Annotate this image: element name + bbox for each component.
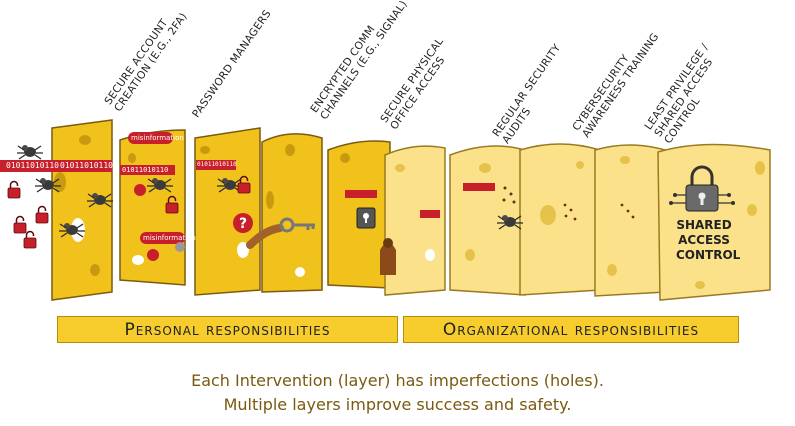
final-slice-line: ACCESS bbox=[678, 233, 730, 247]
cheese-slice-5 bbox=[327, 140, 391, 289]
misinformation-tag-text: misinformation bbox=[131, 134, 184, 142]
binary-tag-text: 01011010110 bbox=[60, 161, 113, 170]
misinformation-tag-text: misinformation bbox=[143, 234, 196, 242]
cheese-slice-6 bbox=[384, 145, 446, 296]
cheese-slice-final bbox=[657, 143, 771, 301]
binary-tag-text: 01011010110 bbox=[122, 166, 169, 174]
final-slice-line: CONTROL bbox=[676, 248, 741, 262]
caption-line-1: Each Intervention (layer) has imperfecti… bbox=[191, 371, 604, 390]
intruder-figure-icon bbox=[380, 238, 396, 275]
malware-bug-icon bbox=[134, 184, 185, 261]
misinformation-tags bbox=[128, 132, 185, 244]
final-slice-text: SHARED ACCESS CONTROL bbox=[676, 218, 741, 263]
binary-tag-text: 01011010110 bbox=[197, 161, 237, 168]
cheese-slice-9 bbox=[594, 144, 666, 297]
binary-tag-text: 01011010110 bbox=[6, 161, 59, 170]
cheese-slice-4 bbox=[261, 133, 323, 293]
cheese-slice-8 bbox=[519, 143, 601, 296]
padlock-circuit-icon bbox=[669, 165, 735, 212]
caption-line-2: Multiple layers improve success and safe… bbox=[223, 395, 572, 414]
cheese-slice-3 bbox=[194, 127, 261, 296]
question-mark-icon: ? bbox=[233, 213, 253, 233]
svg-text:?: ? bbox=[239, 216, 247, 232]
personal-responsibilities-bar: Personal responsibilities bbox=[57, 316, 398, 343]
cheese-slice-1 bbox=[51, 119, 113, 301]
organizational-responsibilities-bar: Organizational responsibilities bbox=[403, 316, 739, 343]
final-slice-line: SHARED bbox=[676, 218, 732, 232]
threat-binary-stream bbox=[0, 160, 495, 218]
key-hand-icon bbox=[246, 217, 315, 249]
